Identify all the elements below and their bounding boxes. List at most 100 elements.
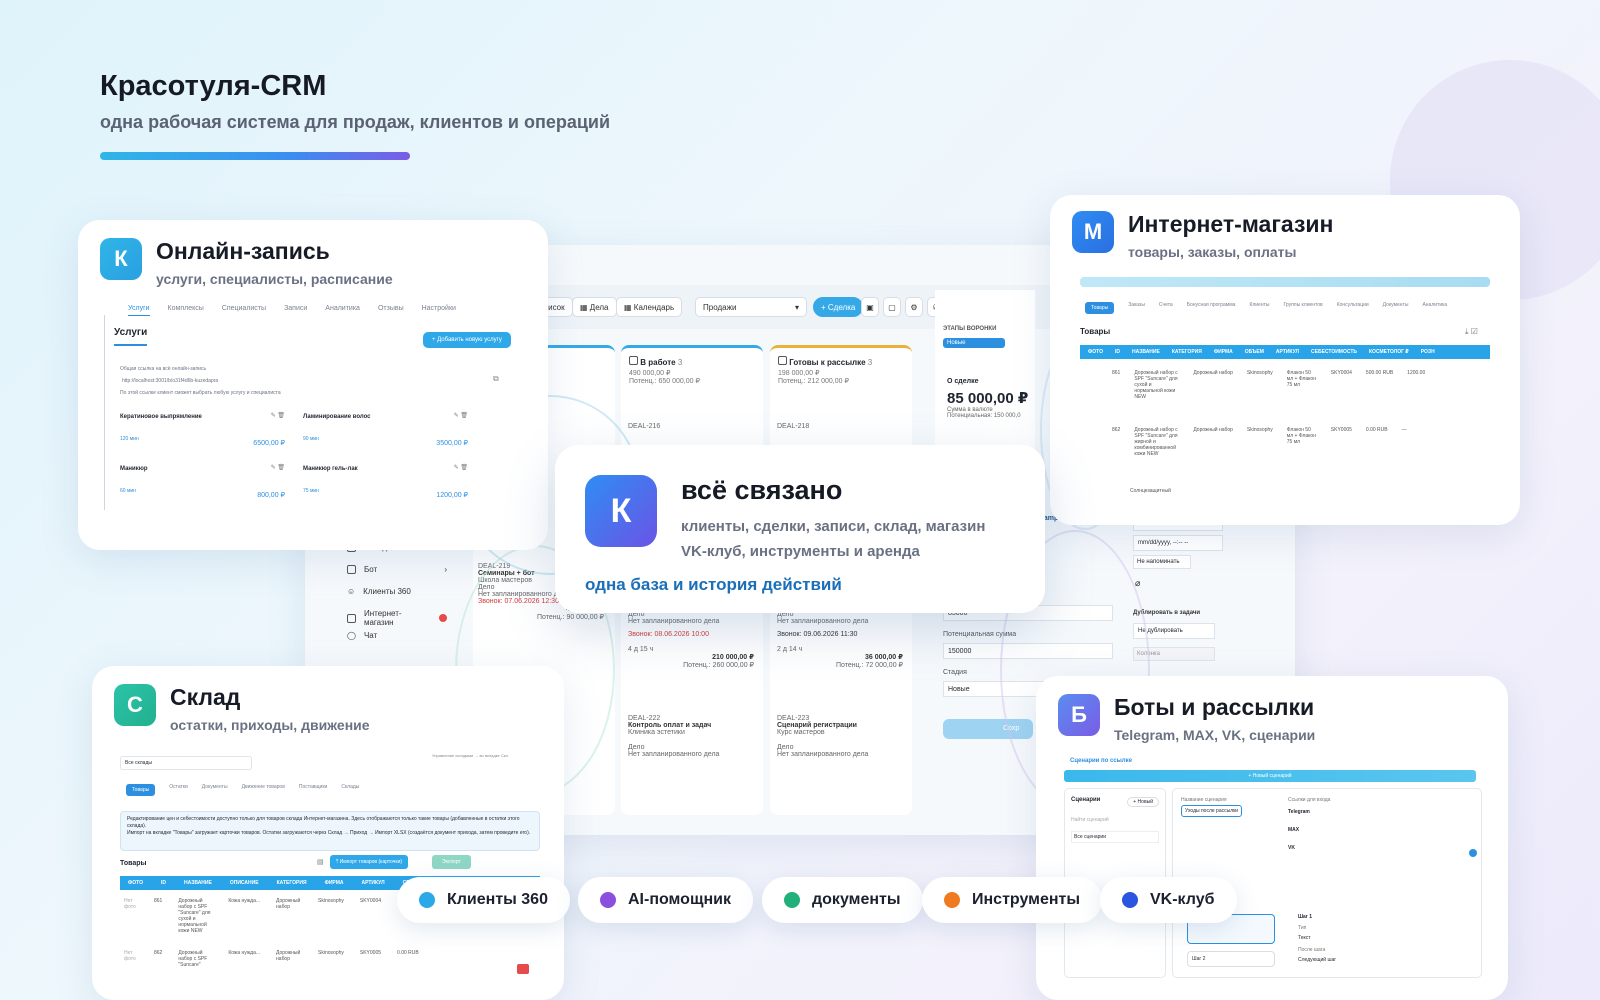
cell-photo: Нет фото bbox=[124, 898, 136, 910]
channel-max[interactable]: MAX bbox=[1288, 827, 1300, 833]
section-title: Услуги bbox=[114, 327, 148, 346]
service-name: Маникюр bbox=[120, 466, 148, 472]
tab-products[interactable]: Товары bbox=[1085, 302, 1115, 314]
service-item[interactable]: Маникюр гель-лак 75 мин 1200,00 ₽ ✎ 🗑 bbox=[303, 465, 468, 499]
step-type-value[interactable]: Текст bbox=[1298, 935, 1311, 941]
tab-suppliers[interactable]: Поставщики bbox=[298, 784, 328, 790]
column-potential: Потенц.: 212 000,00 ₽ bbox=[778, 378, 849, 385]
deal-title: Сценарий регистрации bbox=[777, 722, 857, 729]
tab-specialists[interactable]: Специалисты bbox=[221, 305, 267, 312]
tab-analytics[interactable]: Аналитика bbox=[1422, 302, 1448, 308]
tab-client-groups[interactable]: Группы клиентов bbox=[1283, 302, 1323, 308]
add-service-button[interactable]: + Добавить новую услугу bbox=[423, 332, 511, 348]
checkbox[interactable] bbox=[778, 356, 787, 365]
service-item[interactable]: Ламинирование волос 90 мин 3500,00 ₽ ✎ 🗑 bbox=[303, 413, 468, 447]
tab-warehouses[interactable]: Склады bbox=[341, 784, 360, 790]
delete-icon[interactable] bbox=[517, 964, 529, 974]
scenario-filter-select[interactable]: Все сценарии bbox=[1071, 831, 1159, 843]
sidebar-item-shop[interactable]: Интернет-магазин bbox=[347, 609, 447, 627]
table-row[interactable]: Нет фото 861 Дорожный набор с SPF "Sunca… bbox=[124, 898, 412, 934]
tab-reviews[interactable]: Отзывы bbox=[377, 305, 404, 312]
new-scenario-button[interactable]: + Новый сценарий bbox=[1064, 770, 1476, 782]
scenario-name-input[interactable]: Уходы после рассылки bbox=[1181, 805, 1243, 817]
sidebar-item-chat[interactable]: ◯Чат bbox=[347, 631, 377, 640]
table-row[interactable]: Нет фото 862 Дорожный набор с SPF "Sunca… bbox=[124, 950, 419, 968]
tab-orders[interactable]: Заказы bbox=[1128, 302, 1145, 308]
edit-icon[interactable]: ✎ 🗑 bbox=[453, 413, 468, 419]
checkbox[interactable] bbox=[629, 356, 638, 365]
card-header: Б Боты и рассылки Telegram, MAX, VK, сце… bbox=[1058, 694, 1315, 743]
new-deal-button[interactable]: + Сделка bbox=[813, 297, 864, 317]
stage-new[interactable]: Новые bbox=[943, 338, 1005, 348]
tab-analytics[interactable]: Аналитика bbox=[325, 305, 360, 312]
tab-bonus[interactable]: Бонусная программа bbox=[1186, 302, 1236, 308]
tab-services[interactable]: Услуги bbox=[128, 305, 150, 316]
step-node[interactable]: Шаг 2 bbox=[1187, 951, 1275, 967]
export-button[interactable]: Экспорт bbox=[432, 855, 471, 869]
pill-label: Клиенты 360 bbox=[447, 891, 548, 908]
scenario-link[interactable]: Сценарии по ссылке bbox=[1070, 758, 1132, 764]
pill-label: VK-клуб bbox=[1150, 891, 1215, 908]
warehouse-select[interactable]: Все склады bbox=[120, 756, 252, 770]
tab-products[interactable]: Товары bbox=[126, 784, 156, 796]
tab-invoices[interactable]: Счета bbox=[1158, 302, 1173, 308]
warehouse-nav-hint[interactable]: Управление складами → во вкладке Скл. bbox=[432, 753, 509, 758]
duplicate-select[interactable]: Не дублировать bbox=[1133, 623, 1215, 639]
sidebar-item-clients[interactable]: ☺Клиенты 360 bbox=[347, 587, 411, 596]
deal-card[interactable]: DEAL-222 Контроль оплат и задач Клиника … bbox=[628, 715, 754, 758]
scenario-name-label: Название сценария bbox=[1181, 797, 1227, 803]
reminder-date-input[interactable]: mm/dd/yyyy, --:-- -- bbox=[1133, 535, 1223, 551]
service-item[interactable]: Маникюр 60 мин 800,00 ₽ ✎ 🗑 bbox=[120, 465, 285, 499]
scenario-search-input[interactable]: Найти сценарий bbox=[1071, 817, 1109, 823]
deal-card[interactable]: DEAL-218 bbox=[777, 423, 903, 430]
sidebar-item-bot[interactable]: Бот› bbox=[347, 565, 447, 574]
copy-icon[interactable]: ▢ bbox=[883, 297, 901, 317]
cell-description: Кожа нужда... bbox=[228, 898, 261, 904]
chevron-down-icon: ▾ bbox=[794, 302, 799, 312]
cell-brand: Skinosophy bbox=[318, 950, 344, 956]
deal-card[interactable]: Дело Нет запланированного дела Звонок: 0… bbox=[628, 611, 754, 669]
tab-consultations[interactable]: Консультации bbox=[1336, 302, 1369, 308]
deal-card[interactable]: DEAL-223 Сценарий регистрации Курс масте… bbox=[777, 715, 903, 758]
edit-icon[interactable]: ✎ 🗑 bbox=[453, 465, 468, 471]
tab-stock[interactable]: Остатки bbox=[169, 784, 188, 790]
tab-calendar[interactable]: ▦ Календарь bbox=[616, 297, 683, 317]
download-icon[interactable]: ⤓ ☑ bbox=[1465, 327, 1478, 336]
book-icon[interactable]: ▤ bbox=[317, 859, 324, 866]
deal-card[interactable]: Дело Нет запланированного дела Звонок: 0… bbox=[777, 611, 903, 669]
tab-bookings[interactable]: Записи bbox=[284, 305, 308, 312]
remind-select[interactable]: Не напоминать bbox=[1133, 555, 1191, 569]
paperclip-icon[interactable]: ⌀ bbox=[1135, 578, 1141, 588]
edit-icon[interactable]: ✎ 🗑 bbox=[270, 413, 285, 419]
copy-icon[interactable]: ⧉ bbox=[493, 374, 499, 383]
edit-icon[interactable]: ✎ 🗑 bbox=[270, 465, 285, 471]
booking-link[interactable]: http://localhost:3001/b/o31f4d6b-kuzedap… bbox=[122, 378, 219, 384]
lock-icon[interactable]: ▣ bbox=[861, 297, 879, 317]
tab-bundles[interactable]: Комплексы bbox=[167, 305, 204, 312]
tab-documents[interactable]: Документы bbox=[1382, 302, 1409, 308]
deal-card[interactable]: DEAL-216 bbox=[628, 423, 754, 430]
step-next-select[interactable]: Следующий шаг bbox=[1298, 957, 1337, 963]
channel-telegram[interactable]: Telegram bbox=[1288, 809, 1310, 815]
cell-sku: SKY0005 bbox=[359, 950, 382, 956]
tab-clients[interactable]: Клиенты bbox=[1249, 302, 1270, 308]
warehouse-card: С Склад остатки, приходы, движение Все с… bbox=[92, 666, 564, 1000]
scroll-indicator[interactable] bbox=[1469, 849, 1477, 857]
new-scenario-small-button[interactable]: + Новый bbox=[1127, 797, 1159, 807]
tab-settings[interactable]: Настройки bbox=[421, 305, 456, 312]
pipeline-select[interactable]: Продажи▾ bbox=[695, 297, 807, 317]
client-email[interactable]: o@example.com bbox=[1025, 515, 1081, 522]
tab-documents[interactable]: Документы bbox=[201, 784, 228, 790]
online-booking-card: К Онлайн-запись услуги, специалисты, рас… bbox=[78, 220, 548, 550]
tab-tasks[interactable]: ▦ Дела bbox=[572, 297, 617, 317]
stage-label: Стадия bbox=[943, 669, 967, 676]
service-duration: 90 мин bbox=[303, 436, 319, 442]
tab-movement[interactable]: Движение товаров bbox=[241, 784, 285, 790]
service-item[interactable]: Кератиновое выпрямление 120 мин 6500,00 … bbox=[120, 413, 285, 447]
table-row[interactable]: 861 Дорожный набор с SPF "Suncare" для с… bbox=[1112, 370, 1425, 400]
import-products-button[interactable]: ⤒ Импорт товаров (карточки) bbox=[330, 855, 409, 869]
table-row[interactable]: 862 Дорожный набор с SPF "Suncare" для ж… bbox=[1112, 427, 1407, 457]
channel-vk[interactable]: VK bbox=[1288, 845, 1295, 851]
gear-icon[interactable]: ⚙ bbox=[905, 297, 923, 317]
cell-name: Дорожный набор с SPF "Suncare" bbox=[178, 950, 208, 968]
